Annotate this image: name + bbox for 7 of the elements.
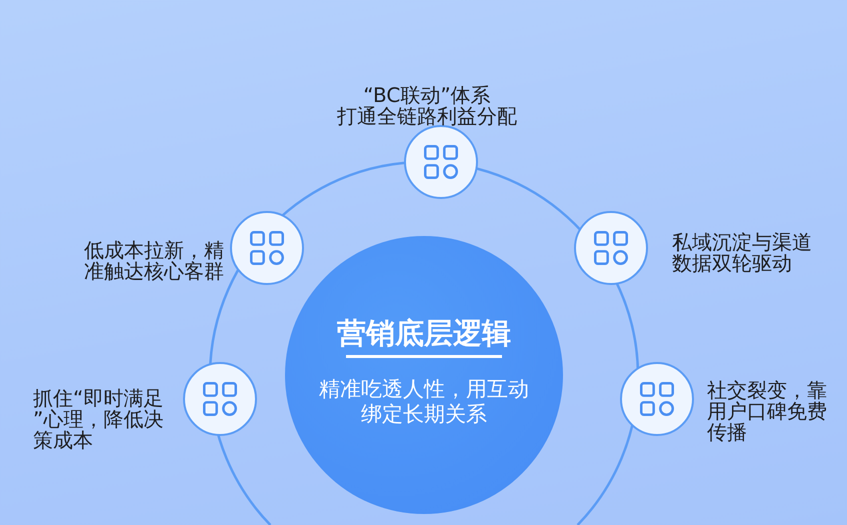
side-label: “BC联动”体系打通全链路利益分配 (337, 84, 517, 126)
side-label: 私域沉淀与渠道数据双轮驱动 (672, 232, 812, 274)
side-label: 社交裂变，靠用户口碑免费传播 (707, 380, 827, 442)
heading-text: 营销底层逻辑 (337, 316, 511, 350)
side-label: 低成本拉新，精准触达核心客群 (84, 240, 224, 282)
body-text: 精准吃透人性，用互动绑定长期关系 (319, 377, 529, 427)
side-label: 抓住“即时满足”心理，降低决策成本 (33, 388, 164, 450)
